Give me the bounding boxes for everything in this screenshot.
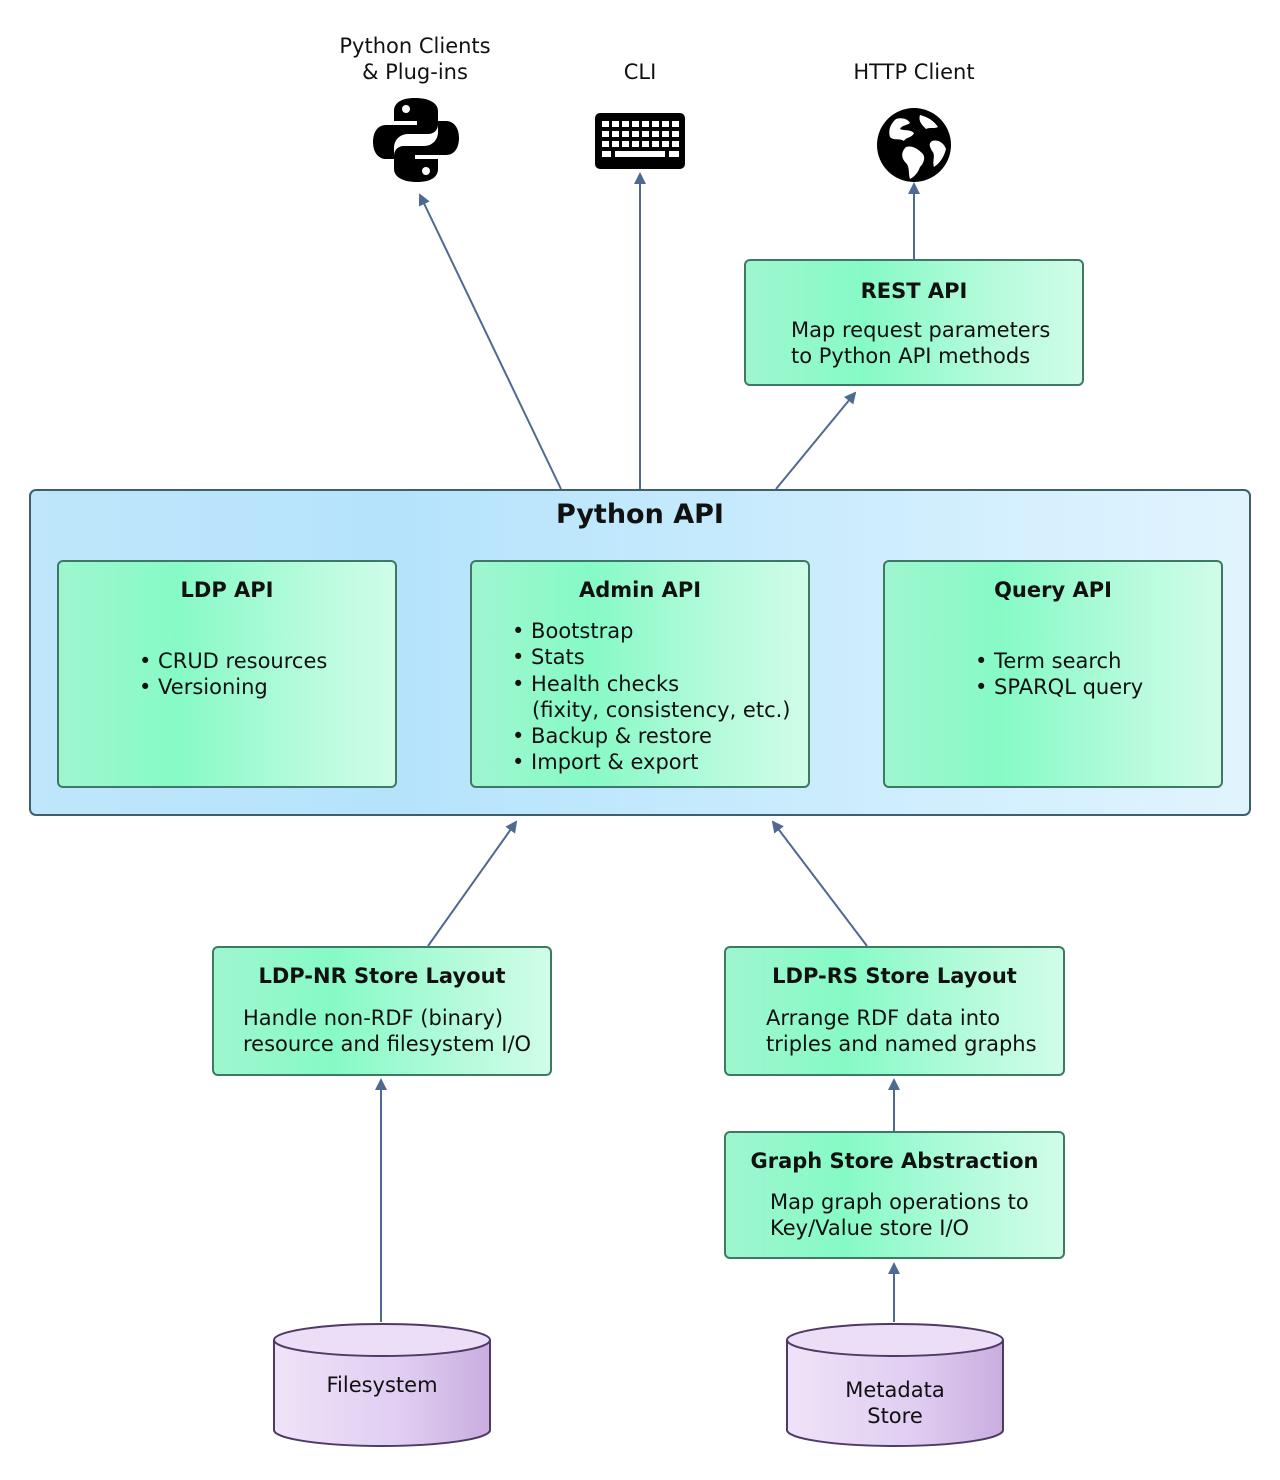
list-item: (fixity, consistency, etc.) bbox=[512, 697, 791, 722]
query-api-title: Query API bbox=[994, 578, 1112, 602]
keyboard-icon bbox=[595, 113, 685, 169]
list-item: • Term search bbox=[975, 649, 1122, 673]
graph-store-abstraction-description: Map graph operations to Key/Value store … bbox=[770, 1190, 1029, 1240]
edge-ldp-nr-to-python-api bbox=[427, 820, 518, 947]
ldp-rs-store-layout-description: Arrange RDF data into triples and named … bbox=[766, 1006, 1037, 1056]
query-api-box: Query API • Term search • SPARQL query bbox=[883, 560, 1223, 788]
edge-ldp-rs-to-python-api bbox=[771, 820, 868, 947]
list-item: • Versioning bbox=[139, 675, 268, 700]
rest-api-description: Map request parameters to Python API met… bbox=[791, 318, 1051, 368]
ldp-nr-store-layout-box: LDP-NR Store Layout Handle non-RDF (bina… bbox=[212, 946, 552, 1076]
filesystem-cylinder: Filesystem bbox=[272, 1322, 492, 1448]
cli-label: CLI bbox=[623, 60, 657, 84]
ldp-api-title: LDP API bbox=[180, 578, 274, 602]
graph-store-abstraction-title: Graph Store Abstraction bbox=[750, 1149, 1039, 1173]
list-item: • Backup & restore bbox=[512, 724, 712, 749]
globe-icon bbox=[876, 107, 952, 183]
ldp-api-features: • CRUD resources • Versioning bbox=[139, 648, 327, 701]
edge-python-api-to-python-clients bbox=[418, 193, 562, 490]
rest-api-box: REST API Map request parameters to Pytho… bbox=[744, 259, 1084, 386]
filesystem-label: Filesystem bbox=[326, 1373, 438, 1397]
ldp-nr-store-layout-title: LDP-NR Store Layout bbox=[258, 964, 506, 988]
python-api-title: Python API bbox=[556, 499, 724, 530]
ldp-rs-store-layout-box: LDP-RS Store Layout Arrange RDF data int… bbox=[724, 946, 1065, 1076]
admin-api-title: Admin API bbox=[578, 578, 702, 602]
admin-api-box: Admin API • Bootstrap • Stats • Health c… bbox=[470, 560, 810, 788]
http-client-label: HTTP Client bbox=[853, 60, 975, 84]
python-logo-icon bbox=[372, 96, 460, 184]
ldp-api-box: LDP API • CRUD resources • Versioning bbox=[57, 560, 397, 788]
list-item: • Stats bbox=[512, 645, 585, 670]
graph-store-abstraction-box: Graph Store Abstraction Map graph operat… bbox=[724, 1131, 1065, 1259]
list-item: • Health checks bbox=[512, 671, 680, 696]
edge-python-api-to-rest-api bbox=[775, 391, 857, 490]
ldp-rs-store-layout-title: LDP-RS Store Layout bbox=[772, 964, 1017, 988]
list-item: • Bootstrap bbox=[512, 619, 634, 643]
metadata-store-label: Metadata Store bbox=[845, 1378, 945, 1428]
metadata-store-cylinder: Metadata Store bbox=[785, 1322, 1005, 1448]
list-item: • CRUD resources bbox=[139, 649, 328, 673]
python-clients-label: Python Clients & Plug-ins bbox=[339, 34, 491, 84]
ldp-nr-store-layout-description: Handle non-RDF (binary) resource and fil… bbox=[243, 1006, 532, 1056]
list-item: • Import & export bbox=[512, 750, 699, 775]
admin-api-features: • Bootstrap • Stats • Health checks (fix… bbox=[512, 618, 791, 776]
rest-api-title: REST API bbox=[860, 279, 968, 303]
list-item: • SPARQL query bbox=[975, 675, 1144, 700]
query-api-features: • Term search • SPARQL query bbox=[975, 648, 1143, 701]
